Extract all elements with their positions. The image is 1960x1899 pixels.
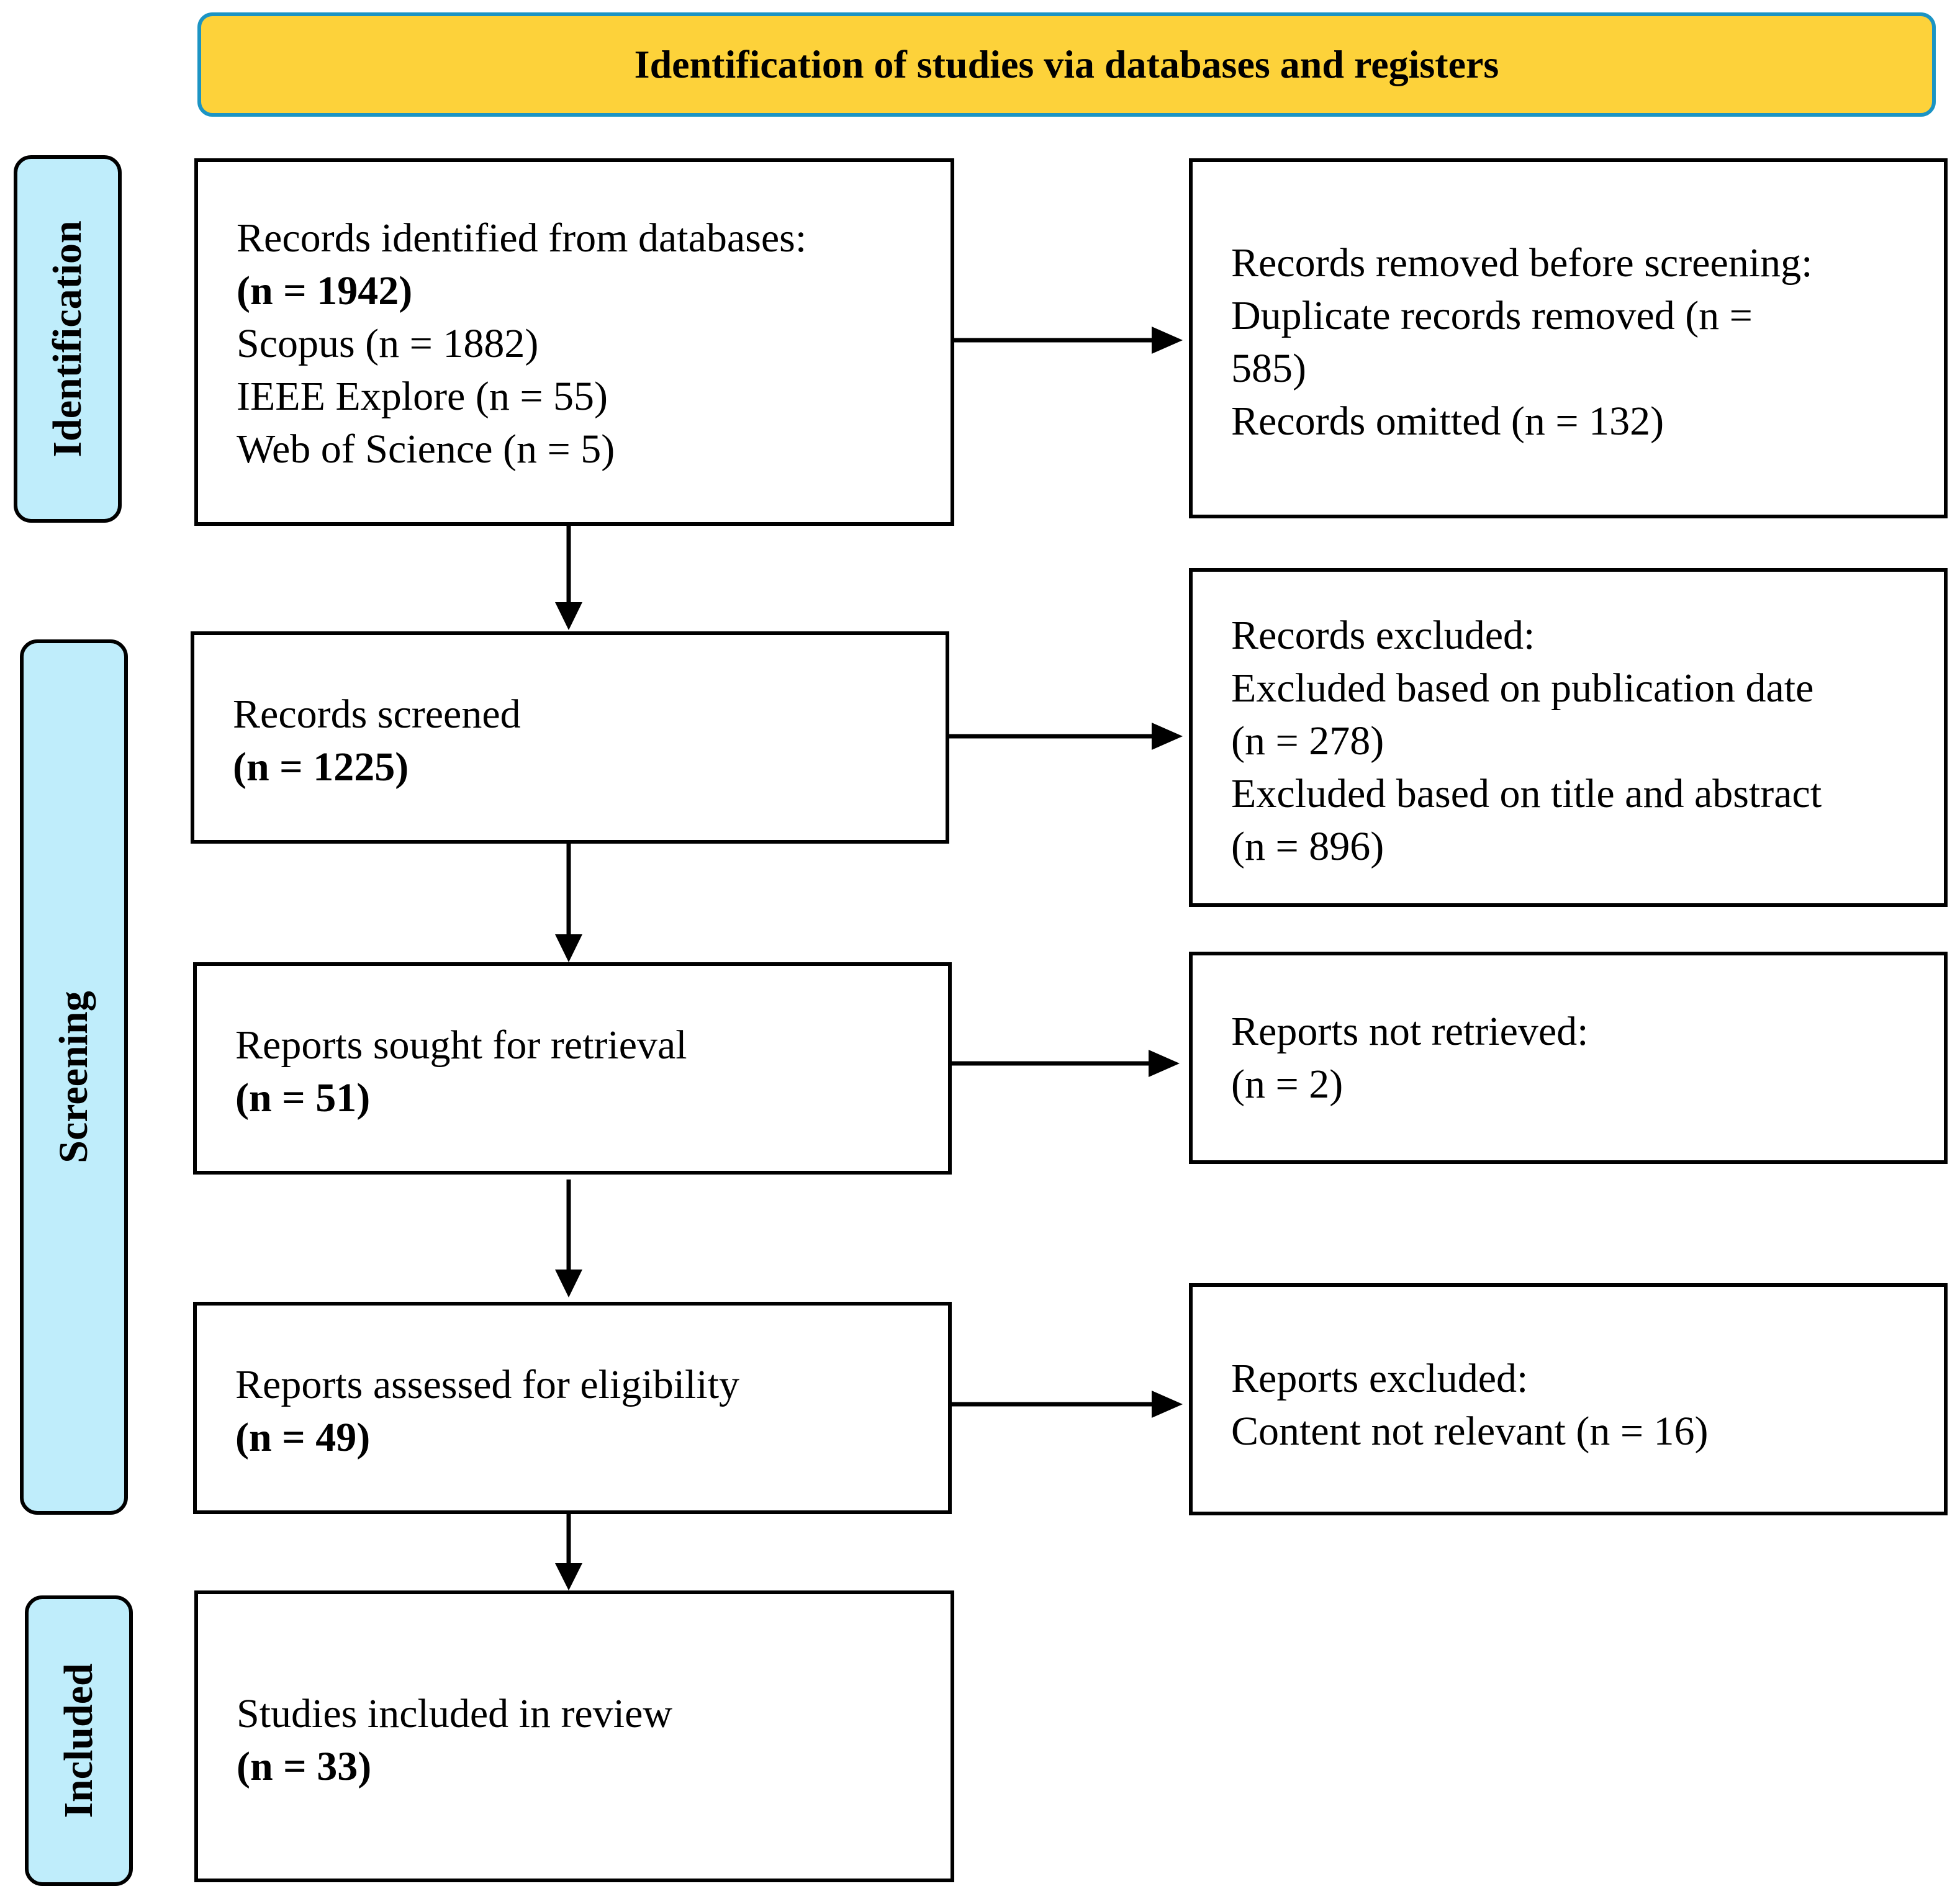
reports-not-retrieved-line: Reports not retrieved: xyxy=(1231,1009,1589,1054)
reports-assessed-title: Reports assessed for eligibility xyxy=(235,1362,740,1407)
reports-sought-total: (n = 51) xyxy=(235,1075,371,1121)
arrowhead-down xyxy=(555,934,582,962)
reports-excluded-box: Reports excluded: Content not relevant (… xyxy=(1189,1283,1948,1515)
source-wos: Web of Science (n = 5) xyxy=(237,426,615,472)
records-screened-total: (n = 1225) xyxy=(233,744,409,790)
source-ieee: IEEE Explore (n = 55) xyxy=(237,374,608,419)
records-removed-line: Records removed before screening: xyxy=(1231,240,1813,286)
records-excluded-line: Excluded based on title and abstract xyxy=(1231,771,1822,816)
arrowhead-down xyxy=(555,602,582,630)
arrowhead-right xyxy=(1152,723,1183,750)
records-excluded-line: Records excluded: xyxy=(1231,613,1535,658)
studies-included-title: Studies included in review xyxy=(237,1691,673,1736)
phase-included: Included xyxy=(25,1595,133,1886)
studies-included-box: Studies included in review (n = 33) xyxy=(194,1590,954,1882)
records-screened-title: Records screened xyxy=(233,692,521,737)
records-removed-line: Records omitted (n = 132) xyxy=(1231,399,1664,444)
reports-not-retrieved-box: Reports not retrieved: (n = 2) xyxy=(1189,952,1948,1164)
header-banner: Identification of studies via databases … xyxy=(197,12,1936,117)
header-title: Identification of studies via databases … xyxy=(634,42,1499,86)
arrowhead-right xyxy=(1152,1391,1183,1418)
records-removed-box: Records removed before screening: Duplic… xyxy=(1189,158,1948,518)
reports-sought-box: Reports sought for retrieval (n = 51) xyxy=(193,962,952,1175)
records-excluded-line: (n = 278) xyxy=(1231,718,1384,764)
reports-not-retrieved-line: (n = 2) xyxy=(1231,1062,1344,1107)
records-identified-total: (n = 1942) xyxy=(237,268,413,313)
records-identified-box: Records identified from databases: (n = … xyxy=(194,158,954,526)
source-scopus: Scopus (n = 1882) xyxy=(237,321,539,366)
arrowhead-right xyxy=(1152,327,1183,354)
records-removed-line: Duplicate records removed (n = xyxy=(1231,293,1753,338)
phase-identification: Identification xyxy=(14,155,122,523)
reports-excluded-line: Content not relevant (n = 16) xyxy=(1231,1409,1709,1454)
records-excluded-line: (n = 896) xyxy=(1231,824,1384,869)
reports-assessed-total: (n = 49) xyxy=(235,1415,371,1460)
arrowhead-down xyxy=(555,1270,582,1297)
records-removed-line: 585) xyxy=(1231,346,1306,391)
studies-included-total: (n = 33) xyxy=(237,1744,372,1789)
reports-excluded-line: Reports excluded: xyxy=(1231,1356,1529,1401)
records-excluded-box: Records excluded: Excluded based on publ… xyxy=(1189,568,1948,907)
arrowhead-down xyxy=(555,1563,582,1590)
phase-screening: Screening xyxy=(20,639,128,1515)
records-excluded-line: Excluded based on publication date xyxy=(1231,665,1814,711)
arrowhead-right xyxy=(1149,1050,1180,1077)
records-identified-title: Records identified from databases: xyxy=(237,215,807,261)
records-screened-box: Records screened (n = 1225) xyxy=(191,631,949,844)
reports-assessed-box: Reports assessed for eligibility (n = 49… xyxy=(193,1302,952,1514)
reports-sought-title: Reports sought for retrieval xyxy=(235,1022,687,1068)
